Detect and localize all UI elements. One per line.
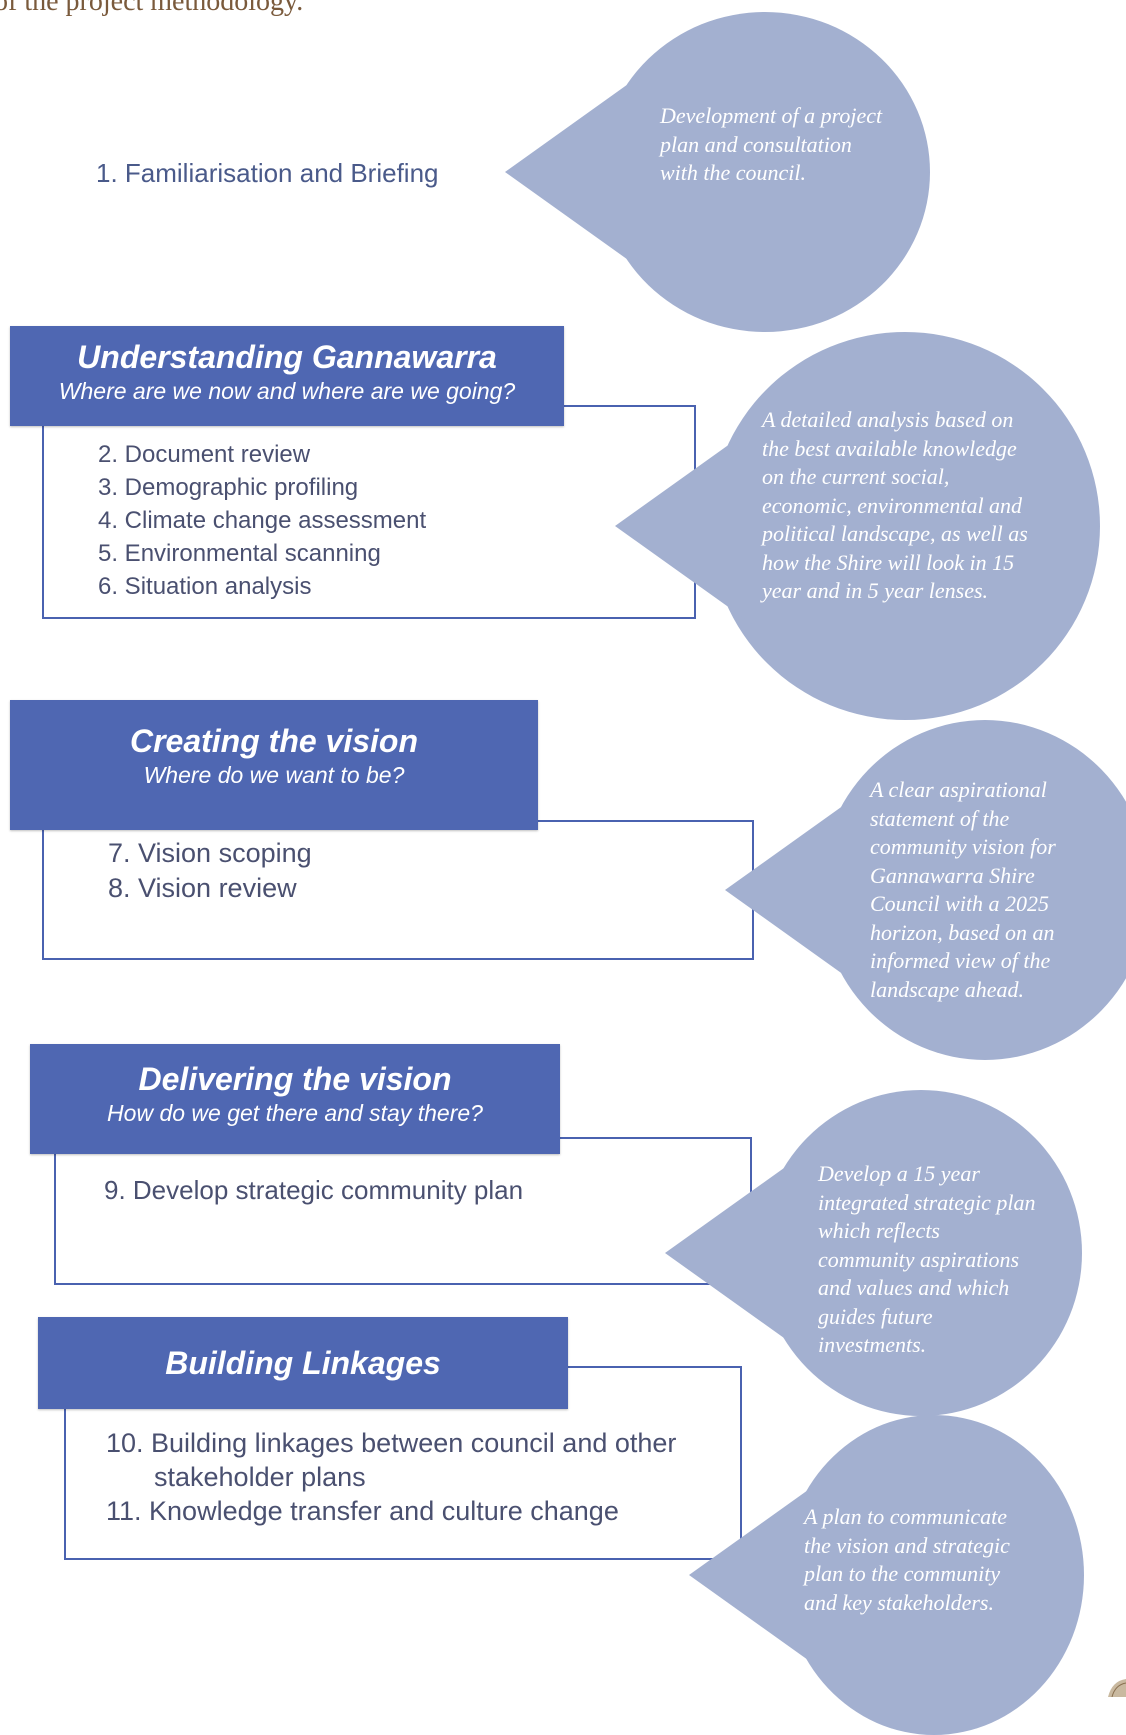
- step-list-understanding: 2. Document review 3. Demographic profil…: [98, 438, 426, 603]
- section-box-understanding: [42, 405, 696, 619]
- list-item: 3. Demographic profiling: [98, 474, 359, 501]
- list-item: 8. Vision review: [108, 873, 297, 903]
- bubble-linkages: A plan to communicate the vision and str…: [689, 1415, 1084, 1735]
- section-box-creating: [42, 820, 754, 960]
- list-item: 5. Environmental scanning: [98, 540, 381, 567]
- bubble-understanding: A detailed analysis based on the best av…: [615, 332, 1100, 720]
- bubble-text: Develop a 15 year integrated strategic p…: [818, 1161, 1036, 1357]
- section-header-understanding: Understanding Gannawarra Where are we no…: [10, 326, 564, 426]
- list-item: stakeholder plans: [154, 1462, 366, 1492]
- bubble-delivering: Develop a 15 year integrated strategic p…: [665, 1090, 1082, 1416]
- bubble-familiarisation: Development of a project plan and consul…: [505, 12, 930, 332]
- section-subtitle: Where do we want to be?: [143, 762, 405, 788]
- list-item: 10. Building linkages between council an…: [106, 1428, 677, 1458]
- section-header-creating: Creating the vision Where do we want to …: [10, 700, 538, 830]
- bubble-creating: A clear aspirational statement of the co…: [725, 720, 1126, 1060]
- list-item: 4. Climate change assessment: [98, 507, 427, 534]
- section-header-delivering: Delivering the vision How do we get ther…: [30, 1044, 560, 1154]
- list-item: 9. Develop strategic community plan: [104, 1175, 524, 1205]
- section-box-delivering: [54, 1137, 752, 1285]
- intro-text: of the project methodology.: [0, 0, 304, 17]
- section-title: Understanding Gannawarra: [77, 339, 497, 375]
- section-title: Delivering the vision: [138, 1061, 452, 1097]
- section-subtitle: Where are we now and where are we going?: [58, 378, 516, 404]
- corner-logo-icon: [1108, 1679, 1126, 1697]
- bubble-text: A detailed analysis based on the best av…: [762, 407, 1028, 603]
- list-item: 7. Vision scoping: [108, 838, 312, 868]
- bubble-text: A clear aspirational statement of the co…: [870, 777, 1056, 1002]
- step-list-linkages: 10. Building linkages between council an…: [106, 1426, 676, 1528]
- list-item: 6. Situation analysis: [98, 573, 312, 600]
- section-title: Creating the vision: [129, 723, 419, 759]
- bubble-text: Development of a project plan and consul…: [660, 103, 883, 185]
- section-header-linkages: Building Linkages: [38, 1317, 568, 1409]
- bubble-text: A plan to communicate the vision and str…: [804, 1504, 1010, 1615]
- section-subtitle: How do we get there and stay there?: [107, 1100, 483, 1126]
- list-item: 11. Knowledge transfer and culture chang…: [106, 1496, 619, 1526]
- step-list-creating: 7. Vision scoping 8. Vision review: [108, 836, 312, 906]
- step-familiarisation: 1. Familiarisation and Briefing: [96, 158, 439, 188]
- step-list-delivering: 9. Develop strategic community plan: [104, 1173, 523, 1207]
- list-item: 2. Document review: [98, 441, 311, 468]
- section-title: Building Linkages: [165, 1345, 441, 1381]
